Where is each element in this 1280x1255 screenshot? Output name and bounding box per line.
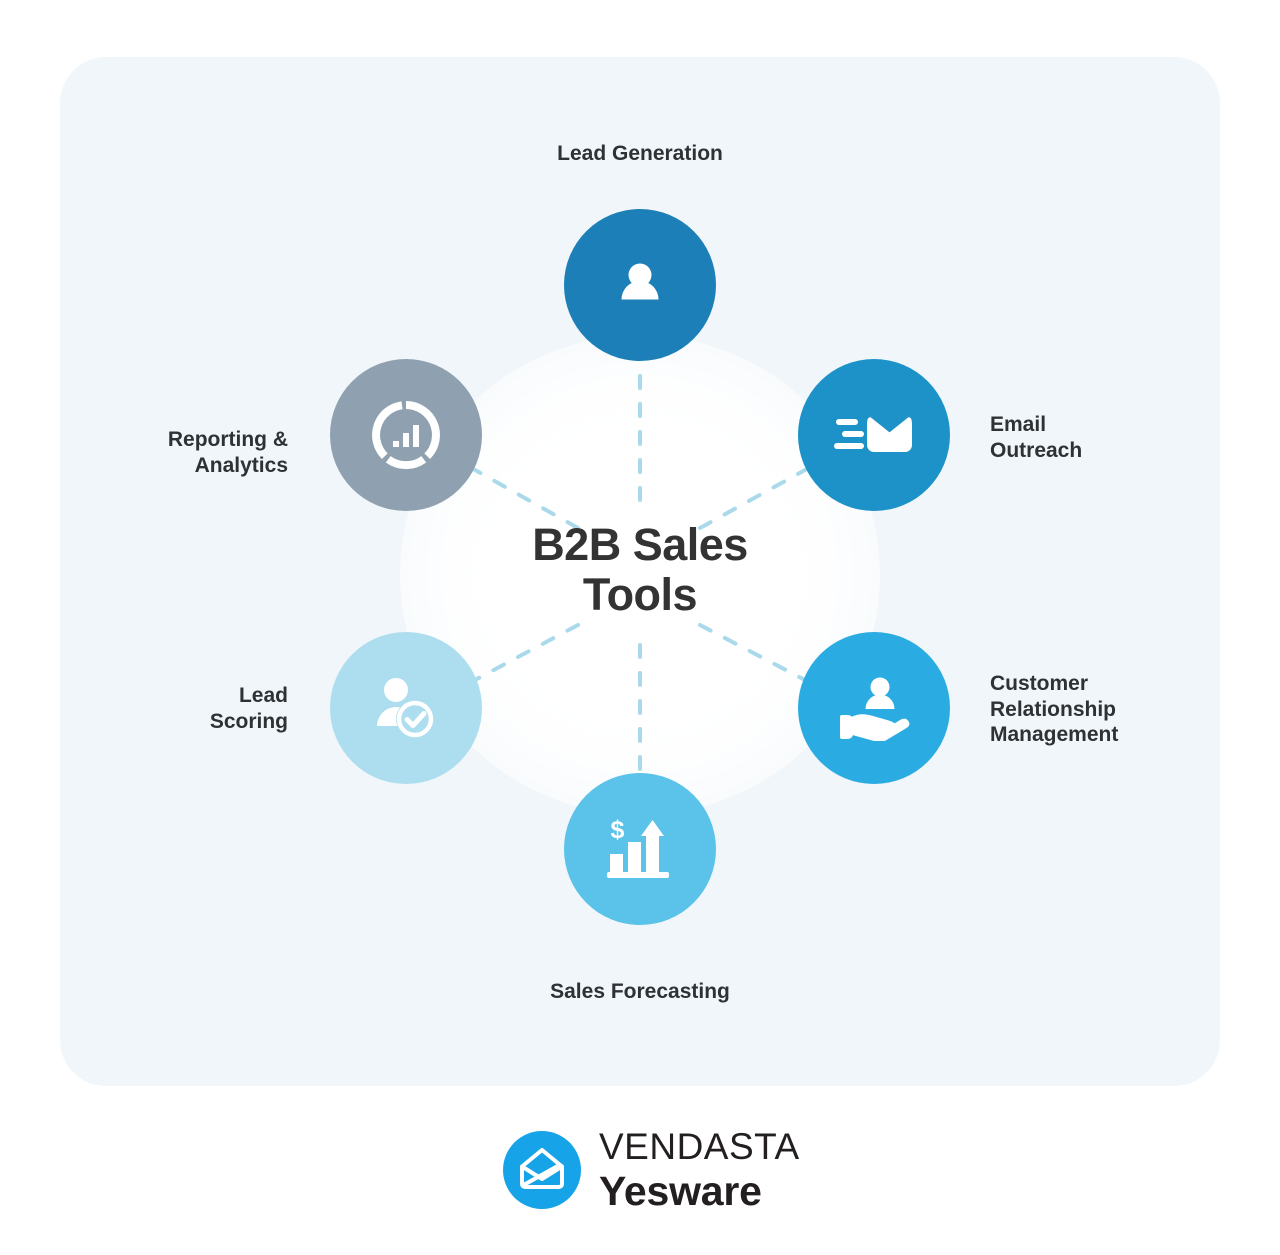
logo-mark — [503, 1131, 581, 1209]
hand-holding-person-icon — [836, 675, 912, 741]
logo-brand-vendasta: VENDASTA — [599, 1126, 800, 1167]
person-icon — [611, 256, 669, 314]
label-email-outreach: Email Outreach — [990, 413, 1083, 462]
node-lead-scoring[interactable] — [330, 632, 482, 784]
node-sales-forecasting[interactable]: $ — [564, 773, 716, 925]
node-customer-relationship-management[interactable] — [798, 632, 950, 784]
donut-chart-icon — [370, 399, 442, 471]
label-customer-relationship-management: Customer Relationship Management — [990, 672, 1119, 747]
growth-chart-dollar-icon: $ — [605, 814, 675, 884]
logo-brand-yesware: Yesware — [599, 1168, 762, 1214]
label-sales-forecasting: Sales Forecasting — [550, 980, 730, 1003]
node-lead-generation[interactable] — [564, 209, 716, 361]
envelope-speed-icon — [834, 406, 914, 464]
label-lead-generation: Lead Generation — [557, 142, 723, 165]
label-reporting-analytics: Reporting & Analytics — [167, 428, 288, 477]
label-lead-scoring: Lead Scoring — [209, 684, 288, 733]
open-envelope-icon — [518, 1146, 566, 1195]
person-check-icon — [373, 676, 439, 740]
logo-wordmark: VENDASTA Yesware — [599, 1128, 800, 1212]
node-email-outreach[interactable] — [798, 359, 950, 511]
svg-text:$: $ — [611, 816, 625, 844]
node-reporting-analytics[interactable] — [330, 359, 482, 511]
center-title: B2B Sales Tools — [532, 519, 748, 621]
vendasta-yesware-logo: VENDASTA Yesware — [503, 1128, 800, 1212]
